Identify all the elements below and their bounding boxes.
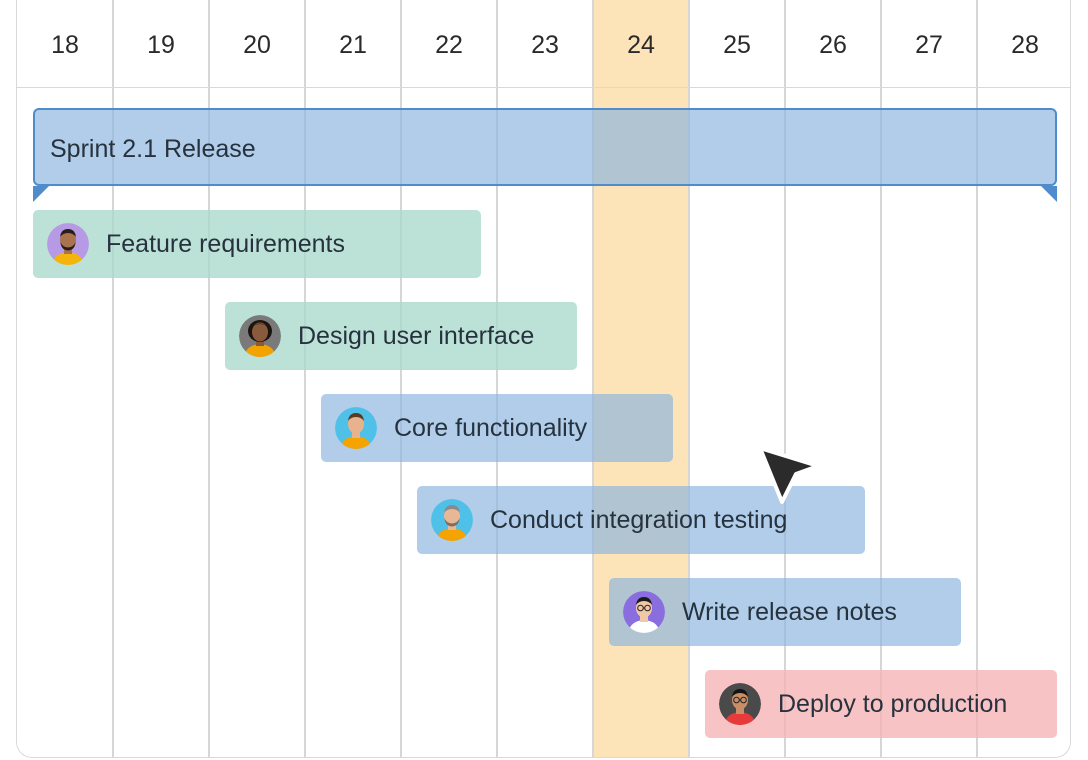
day-label-23[interactable]: 23 bbox=[531, 31, 559, 59]
mouse-pointer-icon bbox=[758, 446, 820, 504]
column-divider bbox=[688, 0, 690, 757]
person-avatar-smiling-man-icon[interactable] bbox=[335, 407, 377, 449]
person-avatar-short-hair-icon[interactable] bbox=[623, 591, 665, 633]
day-label-28[interactable]: 28 bbox=[1011, 31, 1039, 59]
task-bar[interactable]: Feature requirements bbox=[33, 210, 481, 278]
person-avatar-beard-icon[interactable] bbox=[47, 223, 89, 265]
task-label: Write release notes bbox=[682, 597, 897, 626]
task-label: Conduct integration testing bbox=[490, 505, 788, 534]
column-divider bbox=[208, 0, 210, 757]
sprint-label: Sprint 2.1 Release bbox=[50, 135, 256, 163]
task-label: Feature requirements bbox=[106, 229, 346, 258]
column-divider bbox=[400, 0, 402, 757]
person-avatar-gray-hair-icon[interactable] bbox=[431, 499, 473, 541]
day-label-19[interactable]: 19 bbox=[147, 31, 175, 59]
person-avatar-glasses-icon[interactable] bbox=[719, 683, 761, 725]
day-label-26[interactable]: 26 bbox=[819, 31, 847, 59]
column-divider bbox=[112, 0, 114, 757]
gantt-timeline: 18 19 20 21 22 23 24 25 26 27 28 Sprint 2.1 Releas… bbox=[16, 0, 1071, 758]
column-divider bbox=[592, 0, 594, 757]
task-label: Core functionality bbox=[394, 413, 588, 442]
timeline-header bbox=[17, 0, 1070, 88]
task-bar[interactable]: Core functionality bbox=[321, 394, 673, 462]
column-divider bbox=[496, 0, 498, 757]
sprint-end-marker bbox=[1041, 186, 1057, 202]
sprint-start-marker bbox=[33, 186, 49, 202]
column-divider bbox=[880, 0, 882, 757]
task-bar[interactable]: Design user interface bbox=[225, 302, 577, 370]
column-divider bbox=[976, 0, 978, 757]
sprint-bar[interactable]: Sprint 2.1 Release bbox=[33, 108, 1057, 186]
day-label-22[interactable]: 22 bbox=[435, 31, 463, 59]
task-label: Deploy to production bbox=[778, 689, 1008, 718]
day-label-27[interactable]: 27 bbox=[915, 31, 943, 59]
task-bar[interactable]: Conduct integration testing bbox=[417, 486, 865, 554]
person-avatar-curly-hair-icon[interactable] bbox=[239, 315, 281, 357]
day-label-21[interactable]: 21 bbox=[339, 31, 367, 59]
task-bar[interactable]: Deploy to production bbox=[705, 670, 1057, 738]
day-label-18[interactable]: 18 bbox=[51, 31, 79, 59]
column-divider bbox=[304, 0, 306, 757]
day-label-20[interactable]: 20 bbox=[243, 31, 271, 59]
day-label-25[interactable]: 25 bbox=[723, 31, 751, 59]
day-label-24[interactable]: 24 bbox=[627, 31, 655, 59]
column-divider bbox=[784, 0, 786, 757]
task-label: Design user interface bbox=[298, 321, 535, 350]
task-bar[interactable]: Write release notes bbox=[609, 578, 961, 646]
